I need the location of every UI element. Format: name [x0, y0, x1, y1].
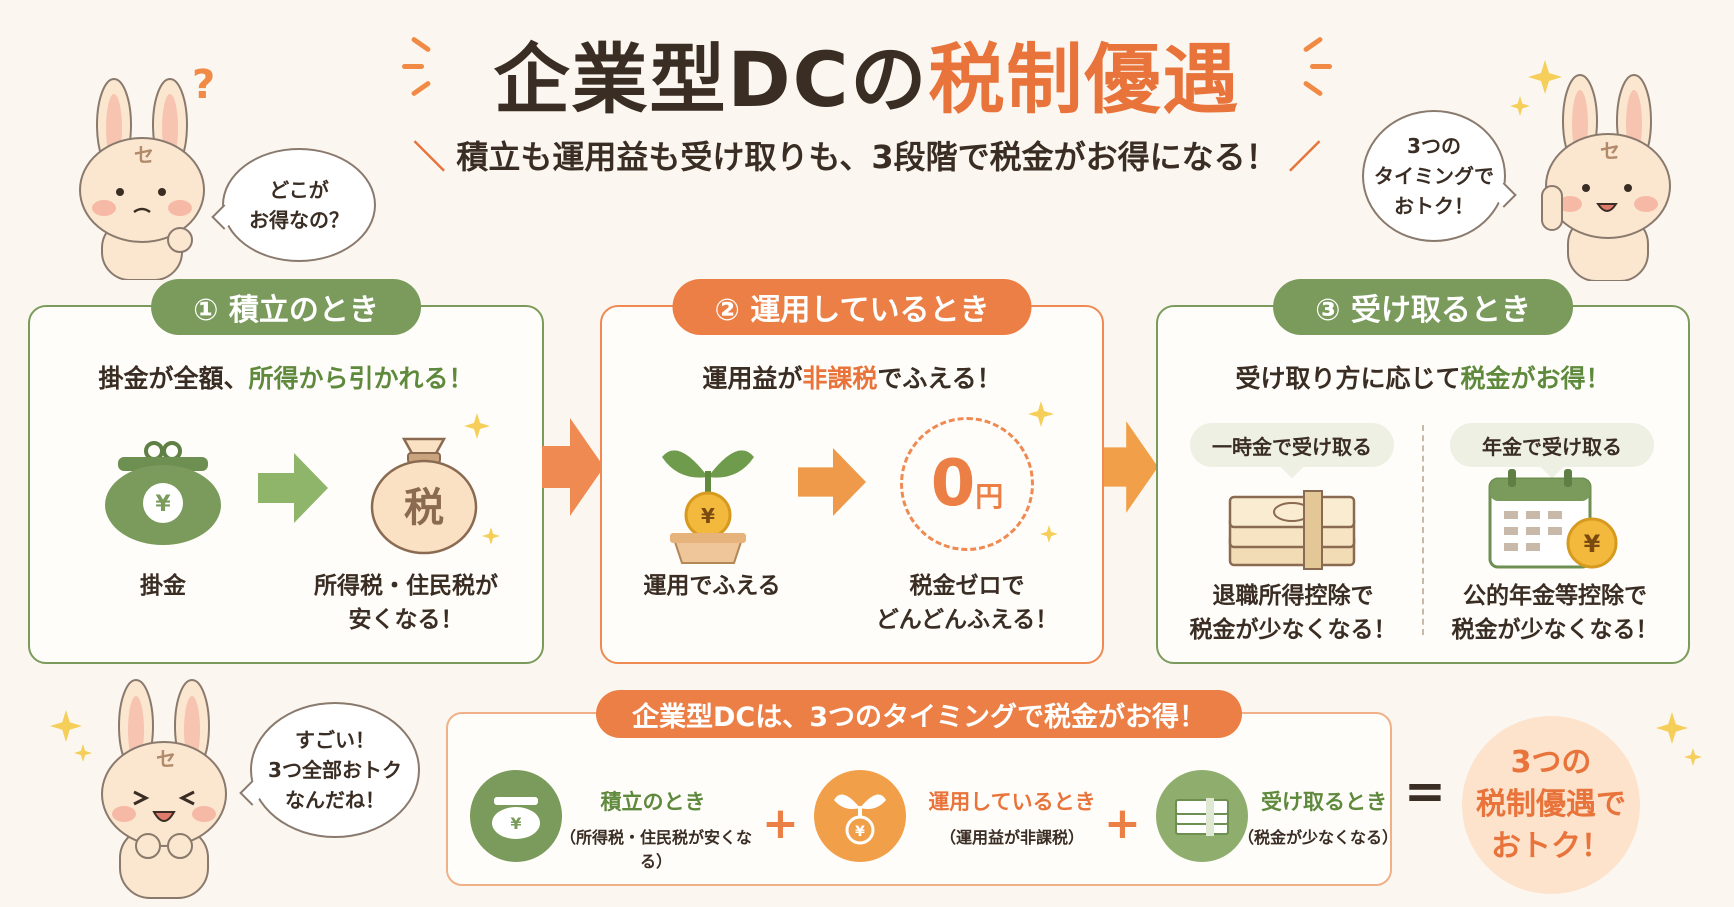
divider [1422, 425, 1424, 635]
summary-wallet-icon: ¥ [470, 770, 562, 862]
wallet-icon: ¥ [105, 441, 221, 545]
panel-contribution: ① 積立のとき 掛金が全額、所得から引かれる！ ¥ 税 掛金 所得税・住民税が … [28, 279, 544, 664]
panel-title-investment: ② 運用しているとき [672, 279, 1032, 335]
caption-retirement-deduction: 退職所得控除で 税金が少なくなる！ [1189, 583, 1397, 643]
svg-text:¥: ¥ [701, 504, 715, 528]
rabbit-mascot-pointing: セ [1541, 74, 1671, 281]
caption-grows: 運用でふえる [643, 573, 781, 599]
label-pension: 年金で受け取る [1450, 423, 1654, 467]
panel-lead-investment: 運用益が非課税でふえる！ [702, 364, 1002, 393]
page-title: 企業型DCの税制優遇 [0, 30, 1734, 130]
svg-text:セ: セ [134, 143, 154, 167]
sparkle-icon [1684, 748, 1702, 766]
svg-text:¥: ¥ [155, 492, 171, 517]
caption-pension-deduction: 公的年金等控除で 税金が少なくなる！ [1451, 583, 1659, 643]
summary-title: 企業型DCは、3つのタイミングで税金がお得！ [595, 690, 1243, 738]
cash-stack-icon [1228, 490, 1356, 570]
summary-item-sub: （税金が少なくなる） [1238, 828, 1399, 847]
summary-item-title: 運用しているとき [928, 790, 1096, 814]
sparkle-icon [1656, 712, 1688, 744]
summary-item-sub: （運用益が非課税） [939, 828, 1084, 847]
svg-text:¥: ¥ [1584, 530, 1601, 558]
svg-text:¥: ¥ [510, 814, 521, 833]
tax-bag-icon: 税 [370, 437, 478, 555]
arrow-right-green-icon [258, 453, 328, 523]
svg-text:税: 税 [404, 485, 444, 531]
svg-text:¥: ¥ [855, 824, 865, 840]
summary-item-title: 受け取るとき [1261, 790, 1387, 814]
summary-item-title: 積立のとき [600, 790, 706, 814]
sparkle-icon [1028, 401, 1054, 427]
summary-cash-icon [1156, 770, 1248, 862]
result-badge: 3つの 税制優遇で おトク！ [1462, 716, 1640, 894]
rabbit-mascot-happy: セ [101, 679, 227, 899]
caption-tax-free: 税金ゼロで どんどんふえる！ [875, 573, 1059, 633]
speech-bubble-amazing: すごい！ 3つ全部おトク なんだね！ [250, 702, 420, 838]
label-lump-sum: 一時金で受け取る [1190, 423, 1394, 467]
deco-stroke [1310, 64, 1332, 69]
panel-withdrawal: ③ 受け取るとき 受け取り方に応じて税金がお得！ 一時金で受け取る 年金で受け取… [1156, 279, 1690, 664]
arrow-right-orange-icon [542, 418, 604, 516]
caption-contribution: 掛金 [140, 573, 186, 599]
subtitle-text: 積立も運用益も受け取りも、3段階で税金がお得になる！ [456, 138, 1278, 176]
summary-box: 企業型DCは、3つのタイミングで税金がお得！ ¥ 積立のとき （所得税・住民税が… [446, 690, 1398, 886]
svg-text:セ: セ [156, 747, 176, 771]
panel-title-withdrawal: ③ 受け取るとき [1273, 279, 1573, 335]
summary-item-sub: （所得税・住民税が安くなる） [559, 828, 752, 871]
title-main: 企業型DCの [493, 35, 929, 124]
rabbit-mascot-thinking: セ [79, 78, 205, 280]
arrow-right-orange-icon [1100, 421, 1158, 513]
plus-sign: + [762, 798, 799, 849]
panel-lead-contribution: 掛金が全額、所得から引かれる！ [98, 364, 474, 393]
speech-bubble-question: どこが お得なの？ [222, 148, 376, 262]
sparkle-icon [1040, 525, 1058, 543]
subtitle-deco-left: ＼ [413, 138, 457, 176]
sparkle-icon [50, 710, 82, 742]
speech-bubble-three-timings: 3つの タイミングで おトク！ [1362, 110, 1506, 242]
caption-tax-reduced: 所得税・住民税が 安くなる！ [314, 573, 498, 633]
title-accent: 税制優遇 [928, 35, 1241, 124]
panel-lead-withdrawal: 受け取り方に応じて税金がお得！ [1235, 364, 1611, 393]
svg-text:セ: セ [1600, 139, 1620, 163]
sparkle-icon [482, 527, 500, 545]
subtitle: ＼ 積立も運用益も受け取りも、3段階で税金がお得になる！ ／ [0, 132, 1734, 178]
calendar-coin-icon: ¥ [1488, 469, 1618, 569]
equals-sign: = [1404, 762, 1446, 820]
sparkle-icon [1528, 60, 1562, 94]
sparkle-icon [1510, 96, 1530, 116]
arrow-right-orange-icon [798, 448, 866, 516]
question-mark-icon: ? [192, 62, 216, 108]
sparkle-icon [464, 413, 490, 439]
sprout-coin-icon: ¥ [662, 450, 754, 564]
plus-sign: + [1104, 798, 1141, 849]
sparkle-icon [74, 744, 92, 762]
summary-sprout-icon: ¥ [814, 770, 906, 862]
deco-stroke [402, 64, 424, 69]
panel-title-contribution: ① 積立のとき [151, 279, 421, 335]
subtitle-deco-right: ／ [1277, 138, 1321, 176]
